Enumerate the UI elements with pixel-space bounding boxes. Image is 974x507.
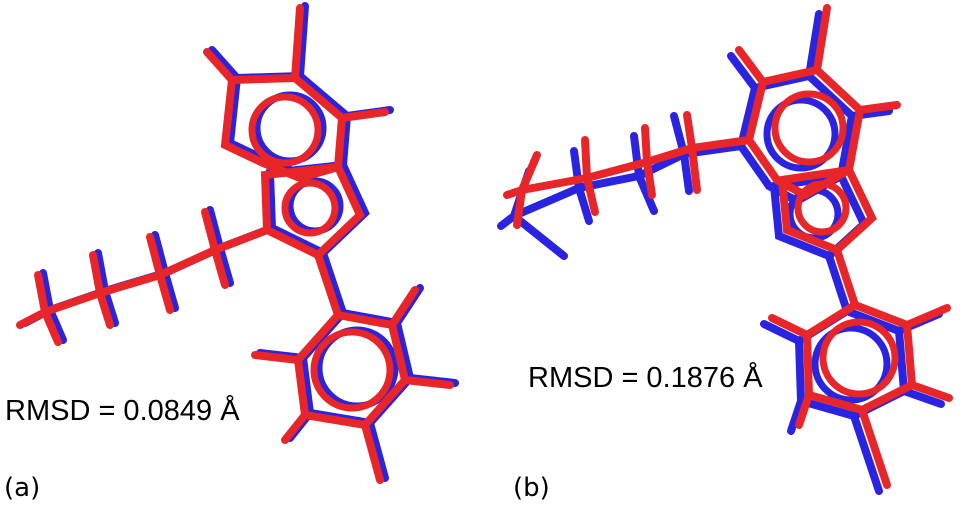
panel-a: RMSD = 0.0849 Å (a) xyxy=(4,2,459,503)
rmsd-label-a: RMSD = 0.0849 Å xyxy=(5,395,240,427)
molecule-overlay-a xyxy=(16,2,459,484)
structure-red-b xyxy=(503,4,953,489)
structure-red-a xyxy=(16,4,454,484)
panel-label-a: (a) xyxy=(4,473,41,503)
rmsd-label-b: RMSD = 0.1876 Å xyxy=(528,362,763,394)
structure-blue-b xyxy=(497,10,945,495)
panel-label-b: (b) xyxy=(513,473,550,503)
molecule-overlay-b xyxy=(497,4,953,495)
panel-b: RMSD = 0.1876 Å (b) xyxy=(487,0,974,507)
